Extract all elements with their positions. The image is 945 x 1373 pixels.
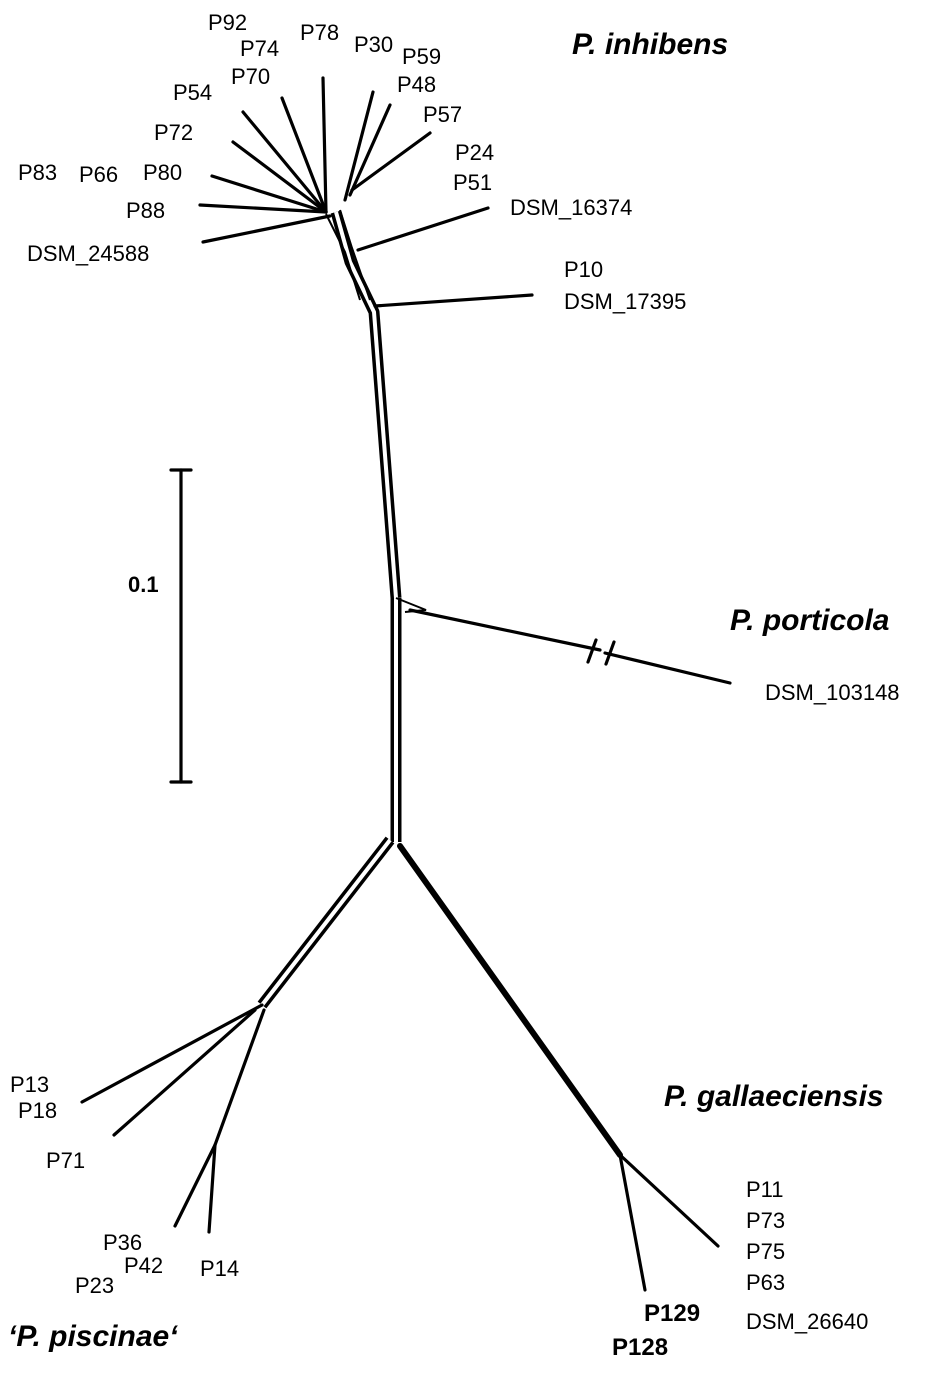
leaf-label: P59 bbox=[402, 44, 441, 69]
break-mark-1 bbox=[586, 638, 598, 664]
leaf-label: P75 bbox=[746, 1239, 785, 1264]
branch-p36 bbox=[173, 1143, 217, 1228]
leaf-label-bold: P128 bbox=[612, 1334, 668, 1361]
branch-p11 bbox=[618, 1153, 720, 1248]
clade-label-gallaeciensis: P. gallaeciensis bbox=[664, 1080, 884, 1113]
leaf-label: DSM_103148 bbox=[765, 680, 900, 705]
trunk-to-gallaeciensis bbox=[397, 843, 623, 1158]
branch-p30 bbox=[343, 90, 375, 202]
branch-dsm16374 bbox=[356, 206, 490, 252]
branch-p57 bbox=[350, 131, 432, 192]
leaf-label: P57 bbox=[423, 102, 462, 127]
reticulation-inhibens-2 bbox=[325, 213, 361, 301]
leaf-label: P92 bbox=[208, 10, 247, 35]
branch-porticola-a bbox=[408, 608, 602, 652]
piscinae-branches bbox=[80, 1003, 266, 1234]
branch-to-p36-group bbox=[213, 1008, 266, 1147]
porticola-branch bbox=[395, 597, 732, 685]
inhibens-branches bbox=[198, 76, 534, 308]
branch-p48 bbox=[348, 103, 392, 197]
scale-bar: 0.1 bbox=[128, 468, 193, 784]
branch-dsm17395 bbox=[373, 293, 534, 308]
leaf-label: DSM_17395 bbox=[564, 289, 686, 314]
leaf-label: P51 bbox=[453, 170, 492, 195]
leaf-label: P23 bbox=[75, 1273, 114, 1298]
trunk-upper bbox=[330, 210, 402, 599]
branch-p80 bbox=[210, 174, 328, 214]
scale-bar-label: 0.1 bbox=[128, 572, 159, 597]
trunk-to-piscinae bbox=[257, 836, 395, 1009]
break-mark-2 bbox=[604, 640, 616, 666]
clade-label-piscinae: ‘P. piscinae‘ bbox=[8, 1320, 178, 1353]
reticulation-inhibens bbox=[339, 209, 371, 301]
branch-p14 bbox=[207, 1143, 217, 1234]
gallaeciensis-branches bbox=[618, 1153, 720, 1292]
leaf-label: DSM_16374 bbox=[510, 195, 632, 220]
leaf-label: P72 bbox=[154, 120, 193, 145]
leaf-label: P66 bbox=[79, 162, 118, 187]
leaf-label: DSM_24588 bbox=[27, 241, 149, 266]
branch-dsm24588 bbox=[201, 214, 332, 244]
branch-p13 bbox=[80, 1003, 264, 1104]
leaf-label: P30 bbox=[354, 32, 393, 57]
leaf-label: P36 bbox=[103, 1230, 142, 1255]
leaf-label: P10 bbox=[564, 257, 603, 282]
branch-p88 bbox=[198, 203, 328, 214]
clade-label-inhibens: P. inhibens bbox=[572, 28, 728, 61]
leaf-label: P42 bbox=[124, 1253, 163, 1278]
branch-p54 bbox=[241, 110, 328, 214]
leaf-label: P80 bbox=[143, 160, 182, 185]
leaf-label: P71 bbox=[46, 1148, 85, 1173]
leaf-label: P14 bbox=[200, 1256, 239, 1281]
leaf-label: DSM_26640 bbox=[746, 1309, 868, 1334]
leaf-label: P48 bbox=[397, 72, 436, 97]
leaf-label-bold: P129 bbox=[644, 1300, 700, 1327]
leaf-label: P78 bbox=[300, 20, 339, 45]
leaf-label: P18 bbox=[18, 1098, 57, 1123]
branch-p72 bbox=[231, 140, 328, 214]
leaf-label: P83 bbox=[18, 160, 57, 185]
branch-p129 bbox=[618, 1153, 647, 1292]
leaf-label: P63 bbox=[746, 1270, 785, 1295]
leaf-label: P88 bbox=[126, 198, 165, 223]
clade-label-porticola: P. porticola bbox=[730, 604, 890, 637]
leaf-label: P54 bbox=[173, 80, 212, 105]
leaf-label: P11 bbox=[746, 1177, 784, 1202]
leaf-label: P73 bbox=[746, 1208, 785, 1233]
branch-p70 bbox=[280, 96, 328, 214]
leaf-label: P70 bbox=[231, 64, 270, 89]
branch-p78 bbox=[321, 76, 328, 214]
leaf-label: P74 bbox=[240, 36, 279, 61]
leaf-label: P13 bbox=[10, 1072, 49, 1097]
branch-porticola-b bbox=[603, 651, 732, 685]
branch-p71 bbox=[112, 1008, 257, 1137]
leaf-label: P24 bbox=[455, 140, 494, 165]
